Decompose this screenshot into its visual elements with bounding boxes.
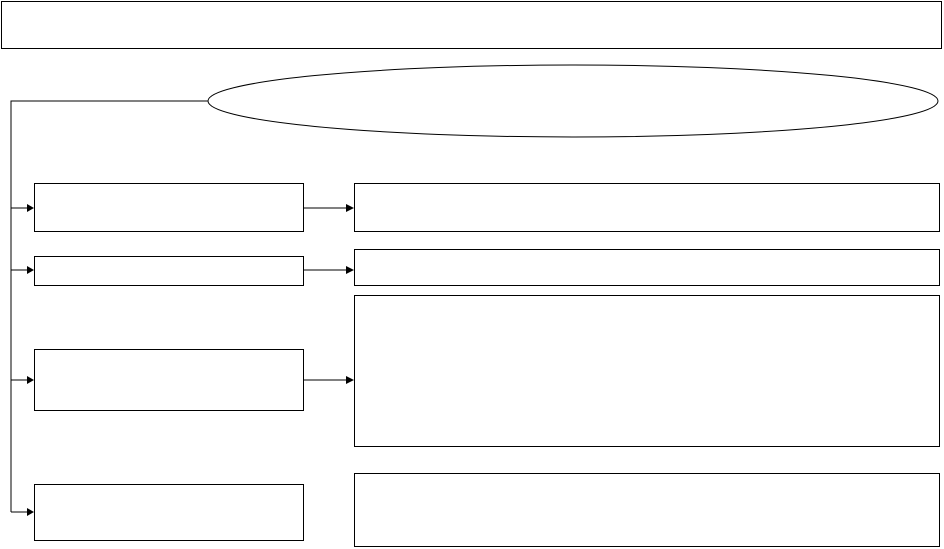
left-box-1 bbox=[34, 183, 304, 232]
branch-arrow-1 bbox=[27, 204, 34, 212]
left-box-4 bbox=[34, 484, 304, 541]
right-box-3 bbox=[354, 295, 940, 447]
branch-arrow-4 bbox=[27, 508, 34, 516]
link-arrow-1 bbox=[346, 204, 354, 212]
link-arrow-3 bbox=[346, 376, 354, 384]
branch-arrow-2 bbox=[27, 266, 34, 274]
right-box-2 bbox=[354, 249, 940, 286]
link-arrow-2 bbox=[346, 266, 354, 274]
header-box bbox=[1, 1, 942, 49]
left-box-3 bbox=[34, 349, 304, 411]
branch-arrow-3 bbox=[27, 376, 34, 384]
trunk-connector bbox=[10, 100, 208, 512]
right-box-1 bbox=[354, 183, 940, 232]
left-box-2 bbox=[34, 256, 304, 286]
right-box-4 bbox=[354, 473, 940, 547]
root-ellipse bbox=[207, 64, 939, 138]
